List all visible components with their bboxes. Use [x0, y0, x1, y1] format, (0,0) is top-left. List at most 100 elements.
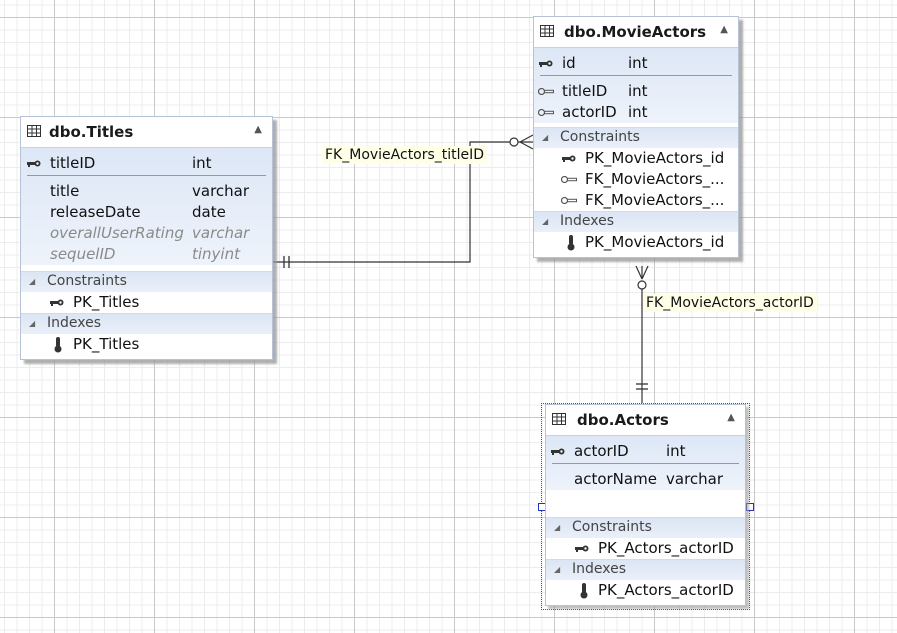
indexes-section[interactable]: ◢ Indexes [546, 559, 745, 580]
collapse-arrow-icon[interactable]: ▲ [727, 412, 735, 423]
columns-area: titleID int title varchar releaseDate da… [21, 147, 272, 265]
column-name: titleID [50, 154, 96, 172]
relationship-titles-movieactors[interactable] [273, 134, 534, 268]
column-type: varchar [192, 182, 250, 200]
constraints-section[interactable]: ◢ Constraints [534, 127, 738, 148]
constraint-item[interactable]: PK_MovieActors_id [534, 148, 738, 169]
column-name: id [562, 54, 576, 72]
table-header[interactable]: dbo.Actors ▲ [546, 405, 745, 435]
table-title: dbo.Titles [49, 123, 134, 141]
column-row-nullable[interactable]: overallUserRating varchar [21, 223, 272, 244]
foreign-key-icon [538, 109, 554, 116]
primary-key-icon [539, 60, 553, 67]
column-name: actorName [574, 470, 657, 488]
index-item[interactable]: PK_MovieActors_id [534, 232, 738, 253]
constraint-item[interactable]: FK_MovieActors_... [534, 190, 738, 211]
column-row-pk[interactable]: titleID int [21, 153, 272, 174]
column-row[interactable]: actorName varchar [546, 469, 745, 490]
index-item[interactable]: PK_Actors_actorID [546, 580, 745, 601]
indexes-section[interactable]: ◢ Indexes [21, 313, 272, 334]
index-thermometer-icon [54, 337, 62, 353]
index-name: PK_Titles [73, 335, 140, 353]
primary-key-icon [551, 448, 565, 455]
column-type: int [666, 442, 686, 460]
foreign-key-icon [561, 197, 577, 204]
constraint-name: FK_MovieActors_... [585, 191, 725, 209]
column-row-fk[interactable]: titleID int [534, 81, 738, 102]
fk-label-titles[interactable]: FK_MovieActors_titleID [322, 146, 488, 164]
constraint-item[interactable]: PK_Titles [21, 292, 272, 313]
column-name: actorID [574, 442, 629, 460]
section-label: Indexes [47, 315, 102, 331]
pk-separator [540, 75, 732, 76]
fk-label-actors[interactable]: FK_MovieActors_actorID [643, 294, 817, 312]
column-type: int [192, 154, 212, 172]
table-titles[interactable]: dbo.Titles ▲ titleID int title varchar r… [20, 116, 273, 360]
table-grid-icon [552, 413, 566, 425]
relationship-actors-movieactors[interactable] [635, 265, 649, 403]
collapse-arrow-icon[interactable]: ◢ [29, 277, 36, 286]
primary-key-icon [562, 155, 576, 162]
index-item[interactable]: PK_Titles [21, 334, 272, 355]
foreign-key-icon [561, 176, 577, 183]
column-row-pk[interactable]: id int [534, 53, 738, 74]
primary-key-icon [575, 545, 589, 552]
table-grid-icon [27, 125, 41, 137]
table-title: dbo.Actors [577, 411, 669, 429]
foreign-key-icon [538, 88, 554, 95]
column-name: titleID [562, 82, 608, 100]
table-grid-icon [540, 25, 554, 37]
column-name: releaseDate [50, 203, 141, 221]
column-name: title [50, 182, 80, 200]
index-thermometer-icon [580, 583, 588, 599]
index-name: PK_Actors_actorID [598, 581, 734, 599]
table-header[interactable]: dbo.MovieActors ▲ [534, 17, 738, 47]
column-row[interactable]: title varchar [21, 181, 272, 202]
column-row-pk[interactable]: actorID int [546, 441, 745, 462]
column-type: int [628, 82, 648, 100]
column-row-nullable[interactable]: sequelID tinyint [21, 244, 272, 265]
constraint-name: PK_MovieActors_id [585, 149, 725, 167]
column-name: sequelID [50, 245, 116, 263]
collapse-arrow-icon[interactable]: ◢ [554, 565, 561, 574]
primary-key-icon [27, 160, 41, 167]
constraint-name: FK_MovieActors_... [585, 170, 725, 188]
column-type: varchar [192, 224, 250, 242]
columns-area: id int titleID int actorID int [534, 47, 738, 123]
constraint-name: PK_Titles [73, 293, 140, 311]
pk-separator [27, 175, 266, 176]
column-name: actorID [562, 103, 617, 121]
pk-separator [552, 463, 739, 464]
columns-area: actorID int actorName varchar [546, 435, 745, 490]
column-type: tinyint [192, 245, 240, 263]
indexes-section[interactable]: ◢ Indexes [534, 211, 738, 232]
collapse-arrow-icon[interactable]: ▲ [720, 24, 728, 35]
column-row[interactable]: releaseDate date [21, 202, 272, 223]
column-type: int [628, 54, 648, 72]
column-type: int [628, 103, 648, 121]
table-title: dbo.MovieActors [564, 23, 707, 41]
table-movieactors[interactable]: dbo.MovieActors ▲ id int titleID int [533, 16, 739, 258]
collapse-arrow-icon[interactable]: ◢ [29, 319, 36, 328]
column-type: date [192, 203, 226, 221]
constraint-item[interactable]: FK_MovieActors_... [534, 169, 738, 190]
section-label: Indexes [572, 561, 627, 577]
column-row-fk[interactable]: actorID int [534, 102, 738, 123]
collapse-arrow-icon[interactable]: ◢ [542, 217, 549, 226]
collapse-arrow-icon[interactable]: ◢ [542, 133, 549, 142]
primary-key-icon [50, 299, 64, 306]
collapse-arrow-icon[interactable]: ▲ [254, 124, 262, 135]
table-actors[interactable]: dbo.Actors ▲ actorID int actorName varch… [545, 404, 746, 606]
table-header[interactable]: dbo.Titles ▲ [21, 117, 272, 147]
constraints-section[interactable]: ◢ Constraints [546, 517, 745, 538]
collapse-arrow-icon[interactable]: ◢ [554, 523, 561, 532]
resize-handle-right[interactable] [746, 503, 754, 511]
section-label: Indexes [560, 213, 615, 229]
column-name: overallUserRating [50, 224, 184, 242]
column-type: varchar [666, 470, 724, 488]
index-thermometer-icon [567, 235, 575, 251]
constraint-name: PK_Actors_actorID [598, 539, 734, 557]
constraints-section[interactable]: ◢ Constraints [21, 271, 272, 292]
constraint-item[interactable]: PK_Actors_actorID [546, 538, 745, 559]
